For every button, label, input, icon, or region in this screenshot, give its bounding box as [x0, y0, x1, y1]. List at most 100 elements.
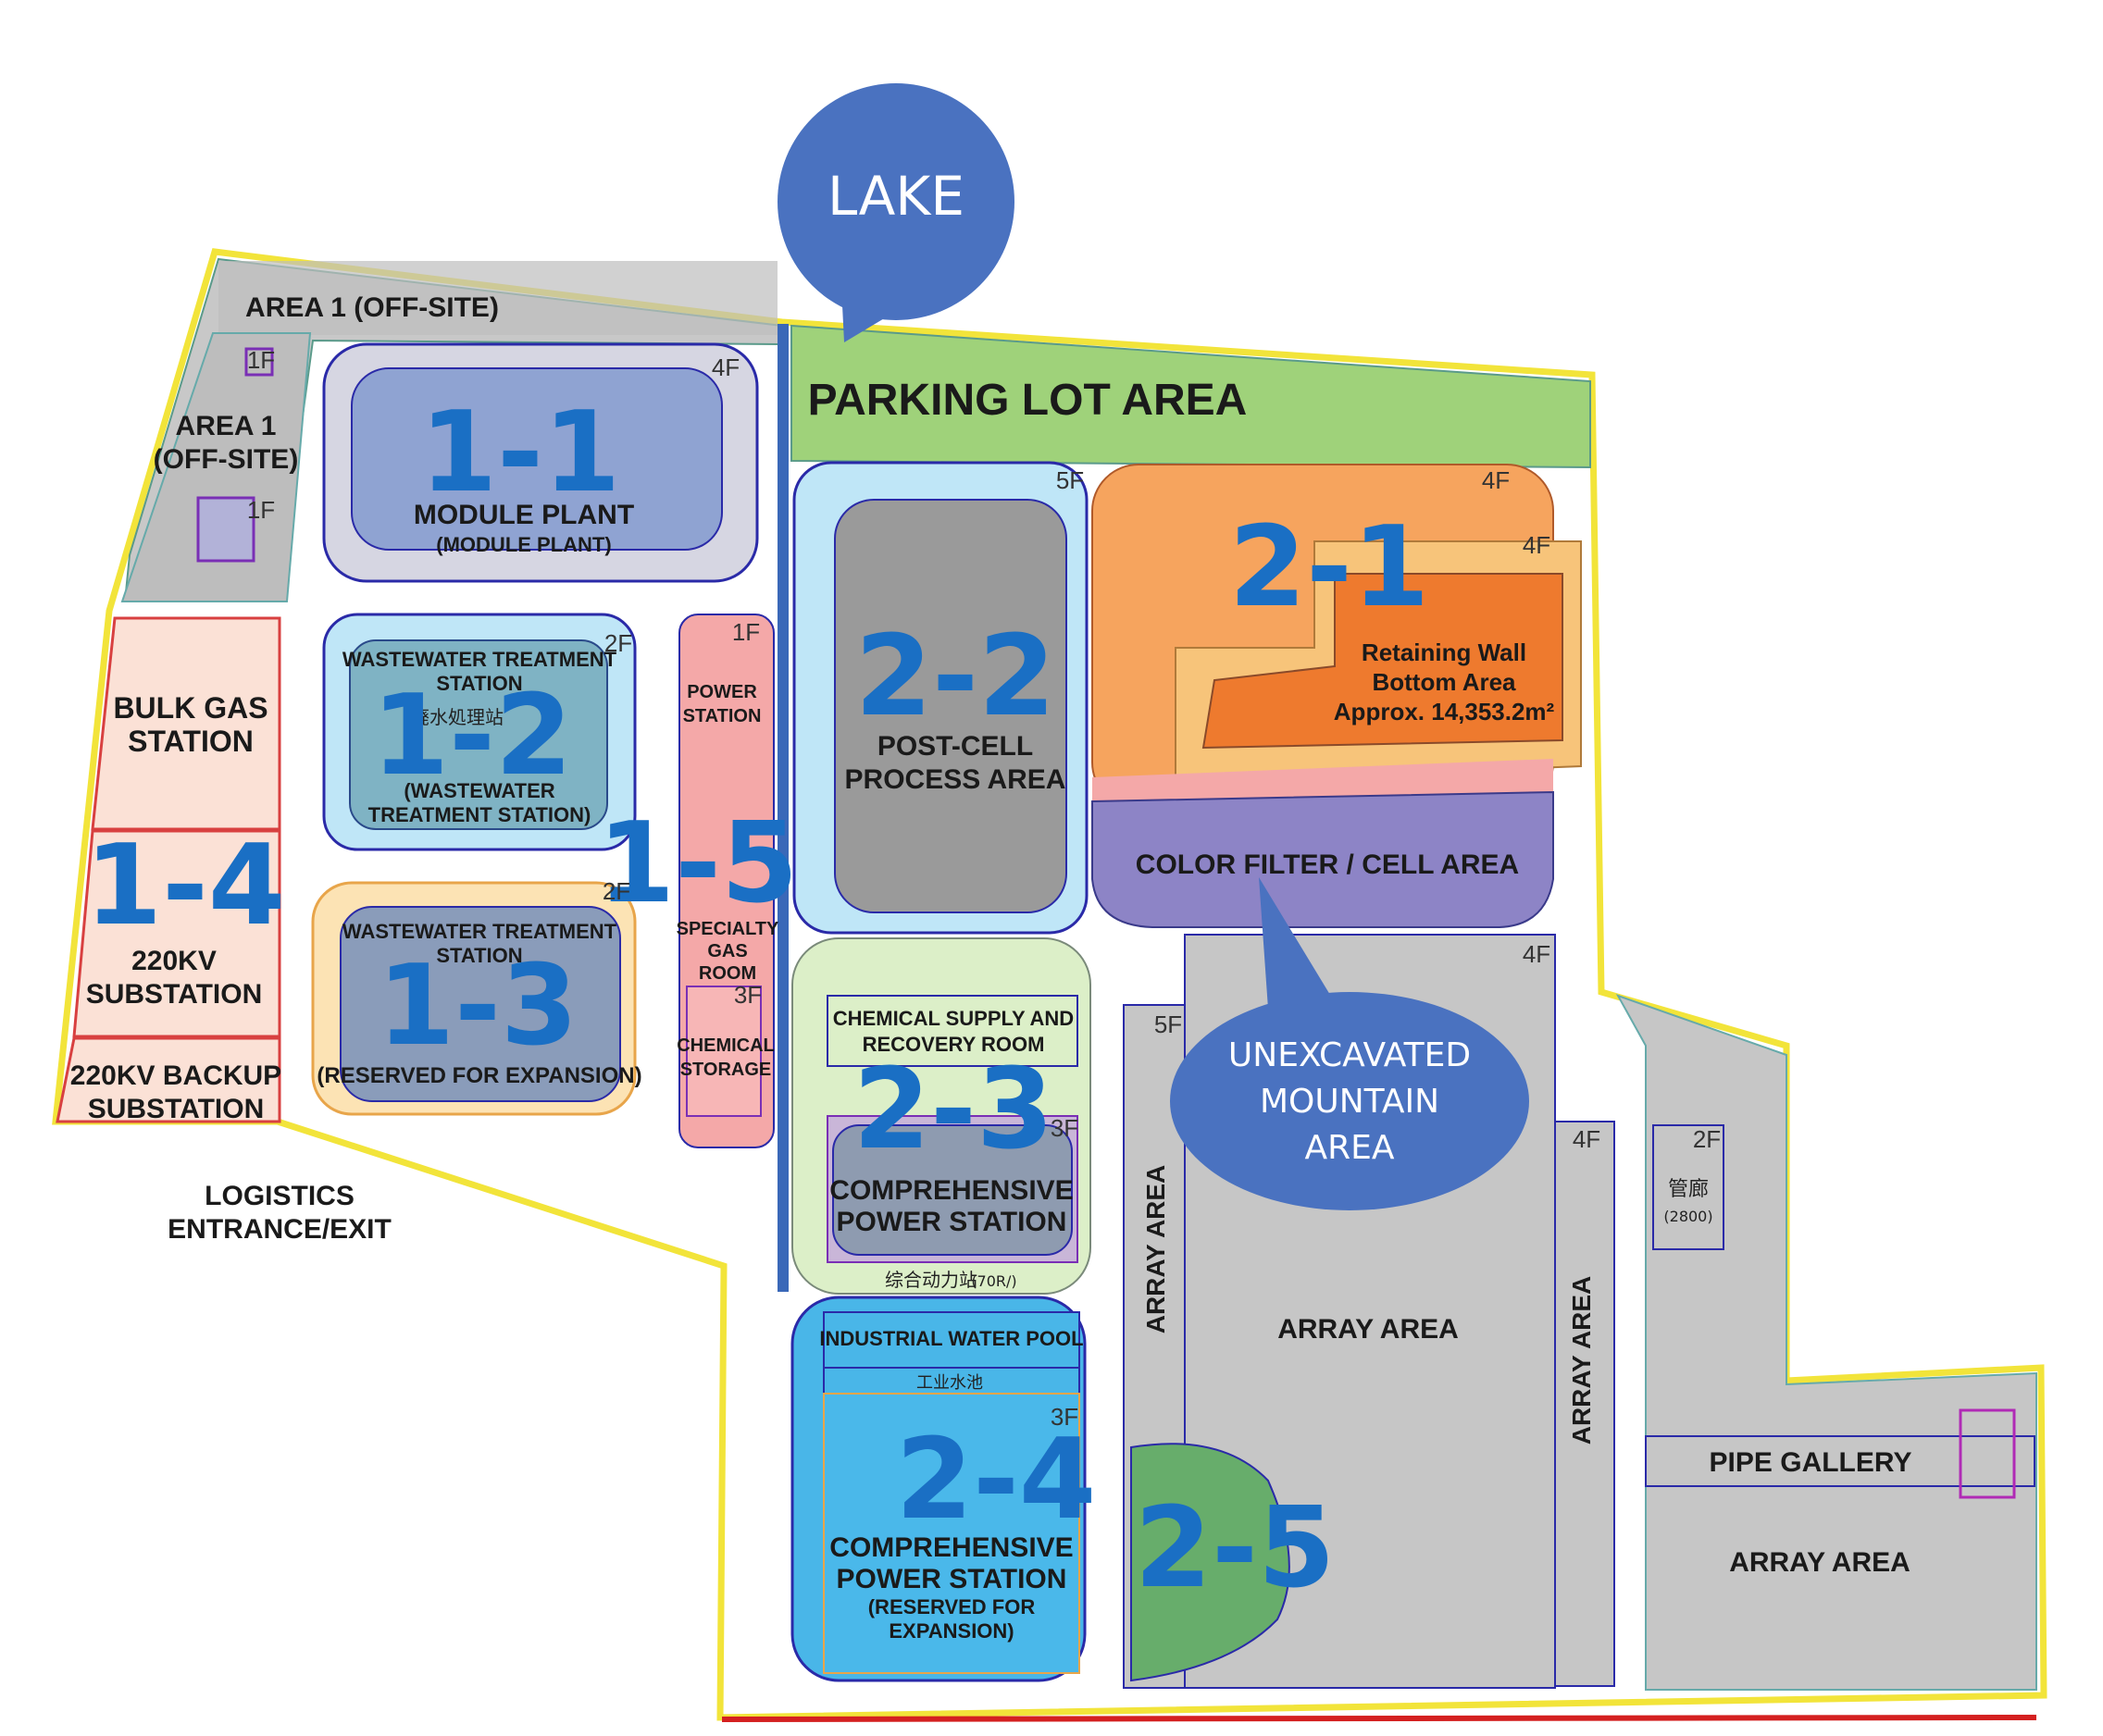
floor-array-c: 4F — [1573, 1125, 1600, 1153]
zone-2-1-retaining-wall — [1201, 573, 1563, 750]
zone-2-3-title-1: COMPREHENSIVE — [829, 1175, 1073, 1206]
zone-1-2-title-2: STATION — [436, 672, 522, 695]
zone-2-3-chem-1: CHEMICAL SUPPLY AND — [833, 1007, 1074, 1030]
floor-area1b: 1F — [247, 496, 275, 524]
floor-pipe: 2F — [1693, 1125, 1721, 1153]
zone-1-4-number: 1-4 — [85, 822, 286, 950]
zone-1-1-number: 1-1 — [420, 389, 621, 517]
zone-2-4-number: 2-4 — [896, 1416, 1097, 1544]
zone-1-2-title-1: WASTEWATER TREATMENT — [342, 648, 617, 671]
retaining-label-3: Approx. 14,353.2m² — [1334, 698, 1555, 725]
chemical-label-1: CHEMICAL — [677, 1035, 775, 1056]
pipe-gallery-label: PIPE GALLERY — [1710, 1447, 1912, 1478]
mountain-callout: UNEXCAVATED MOUNTAIN AREA — [1170, 877, 1529, 1210]
zone-2-4-title-1: COMPREHENSIVE — [829, 1532, 1073, 1563]
zone-1-3-sub: (RESERVED FOR EXPANSION) — [317, 1063, 641, 1088]
floor-2-1a: 4F — [1482, 466, 1510, 494]
zone-1-4-bulk-gas — [91, 616, 281, 831]
retaining-label-2: Bottom Area — [1372, 668, 1516, 696]
floor-area1a: 1F — [247, 346, 275, 374]
south-boundary-red — [721, 1715, 2037, 1722]
zone-2-3-cn-note: (70R/) — [971, 1272, 1016, 1290]
area1-side-label-2: (OFF-SITE) — [154, 444, 299, 475]
road-divider — [778, 324, 789, 1292]
parking-lot-area — [790, 324, 1591, 469]
area1-side-label-1: AREA 1 — [176, 411, 277, 441]
bulk-gas-label-1: BULK GAS — [113, 691, 268, 725]
pipe-small-building — [1959, 1408, 2016, 1499]
zone-2-5-number: 2-5 — [1135, 1484, 1336, 1613]
power-station-label-2: STATION — [683, 706, 762, 726]
floor-1-1: 4F — [712, 353, 740, 381]
power-station-label-1: POWER — [687, 682, 757, 702]
zone-2-4-pool-cn — [823, 1367, 1080, 1395]
mountain-label-2: MOUNTAIN — [1260, 1083, 1439, 1121]
zone-2-4-sub-1: (RESERVED FOR — [868, 1595, 1036, 1618]
lake-callout: LAKE — [778, 83, 1014, 342]
zone-1-3-title-2: STATION — [436, 944, 522, 967]
zone-2-2-title-2: PROCESS AREA — [845, 764, 1066, 795]
zone-2-2-title-1: POST-CELL — [877, 731, 1033, 762]
floor-array-b: 5F — [1154, 1011, 1182, 1038]
zone-2-5-green — [1130, 1443, 1290, 1682]
backup-label-1: 220KV BACKUP — [70, 1060, 281, 1091]
zone-1-1-inner — [351, 367, 723, 551]
pipe-cn-label: 管廊 — [1668, 1178, 1709, 1201]
parking-label: PARKING LOT AREA — [808, 376, 1248, 425]
floor-array-a: 4F — [1523, 940, 1550, 968]
array-area-left-label: ARRAY AREA — [1141, 1165, 1170, 1334]
zone-1-1-title: MODULE PLANT — [414, 500, 634, 530]
zone-1-2-inner — [349, 639, 608, 830]
array-area-main-label: ARRAY AREA — [1277, 1314, 1459, 1345]
array-area-east — [1615, 994, 2037, 1691]
specialty-label-2: GAS — [707, 941, 747, 961]
pipe-gallery-band — [1645, 1435, 2035, 1487]
mountain-label-1: UNEXCAVATED — [1228, 1036, 1471, 1074]
color-filter-label: COLOR FILTER / CELL AREA — [1136, 849, 1519, 880]
logistics-label-1: LOGISTICS — [205, 1181, 355, 1211]
substation-label-1: 220KV — [131, 946, 217, 976]
floor-1-3: 2F — [603, 877, 630, 905]
zone-1-3-inner — [340, 906, 621, 1102]
specialty-label-1: SPECIALTY — [677, 919, 779, 939]
floor-1-5: 1F — [732, 618, 760, 646]
zone-1-2-cn: 廃水処理站 — [411, 706, 504, 728]
zone-2-3-title-2: POWER STATION — [837, 1207, 1067, 1237]
area1-offsite-top — [218, 261, 778, 335]
area1-building — [196, 496, 255, 563]
substation-label-2: SUBSTATION — [86, 979, 263, 1010]
mountain-label-3: AREA — [1304, 1129, 1394, 1167]
pipe-building — [1652, 1124, 1724, 1250]
zone-2-3-chem-2: RECOVERY ROOM — [863, 1033, 1045, 1056]
specialty-label-3: ROOM — [699, 963, 756, 984]
zone-1-3-title-1: WASTEWATER TREATMENT — [342, 920, 617, 943]
floor-1-2: 2F — [604, 629, 632, 657]
zone-2-3-power-inner — [832, 1124, 1073, 1256]
zone-2-4-pool — [823, 1311, 1080, 1369]
retaining-label-1: Retaining Wall — [1362, 639, 1526, 666]
array-area-east-label: ARRAY AREA — [1729, 1547, 1910, 1578]
zone-1-2-number: 1-2 — [372, 672, 573, 800]
floor-2-3: 3F — [1051, 1114, 1078, 1142]
zone-2-4-inner — [823, 1393, 1080, 1674]
lake-label: LAKE — [828, 165, 964, 228]
zone-1-5-number: 1-5 — [598, 800, 799, 928]
zone-1-3-number: 1-3 — [378, 942, 579, 1071]
zone-2-3-chem-room — [827, 995, 1078, 1067]
floor-2-2: 5F — [1056, 466, 1084, 494]
area1-top-label: AREA 1 (OFF-SITE) — [245, 292, 499, 323]
pipe-note-label: (2800) — [1663, 1208, 1712, 1225]
zone-2-4-title-2: POWER STATION — [837, 1564, 1067, 1594]
array-area-right-label: ARRAY AREA — [1567, 1276, 1596, 1445]
bulk-gas-label-2: STATION — [128, 725, 254, 758]
zone-2-1-color-filter — [1091, 790, 1554, 928]
zone-1-2-sub-1: (WASTEWATER — [404, 779, 554, 802]
zone-1-4-substation — [72, 829, 281, 1038]
zone-2-3-number: 2-3 — [853, 1046, 1054, 1174]
backup-label-2: SUBSTATION — [88, 1094, 265, 1124]
logistics-label-2: ENTRANCE/EXIT — [168, 1214, 392, 1245]
zone-2-2-inner — [834, 499, 1067, 913]
zone-2-3-cn: 综合动力站 — [885, 1269, 977, 1291]
zone-2-2-number: 2-2 — [855, 613, 1056, 741]
